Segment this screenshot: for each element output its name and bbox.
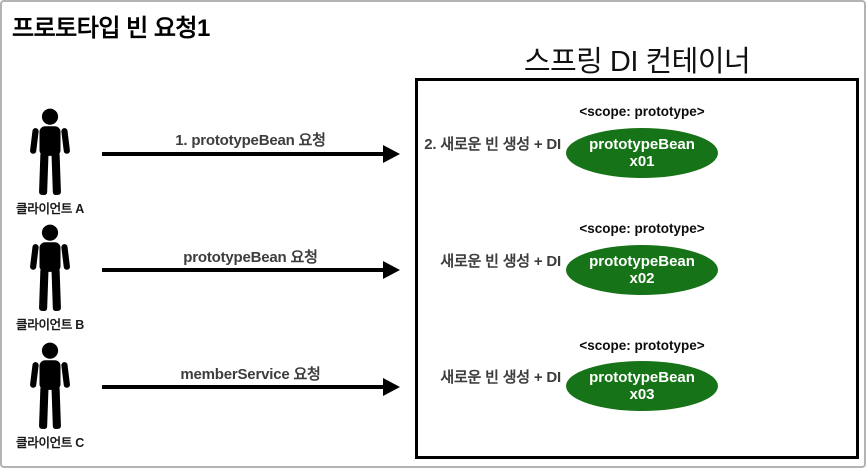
di-container-title: 스프링 DI 컨테이너 [523, 46, 751, 78]
prototype-bean-1: prototypeBean x01 [566, 128, 718, 178]
request-arrowhead-2 [383, 261, 400, 279]
creation-label-2: 새로운 빈 생성 + DI [440, 253, 561, 270]
request-arrowhead-3 [383, 378, 400, 396]
request-label-1: 1. prototypeBean 요청 [175, 132, 326, 149]
scope-label-3: <scope: prototype> [579, 338, 705, 353]
prototype-bean-3: prototypeBean x03 [566, 361, 718, 411]
scope-label-2: <scope: prototype> [579, 221, 705, 236]
client-b: 클라이언트 B [10, 224, 90, 333]
page-title: 프로토타입 빈 요청1 [12, 15, 210, 42]
creation-label-3: 새로운 빈 생성 + DI [440, 369, 561, 386]
request-arrow-2 [102, 268, 388, 272]
request-arrowhead-1 [383, 145, 400, 163]
request-label-2: prototypeBean 요청 [183, 249, 318, 266]
client-c-label: 클라이언트 C [16, 436, 84, 450]
request-arrow-3 [102, 385, 388, 389]
prototype-bean-2: prototypeBean x02 [566, 245, 718, 295]
person-icon [30, 108, 70, 195]
person-icon [30, 342, 70, 429]
bean-name: prototypeBean [589, 135, 695, 153]
client-c: 클라이언트 C [10, 342, 90, 451]
bean-instance: x02 [629, 270, 655, 287]
request-arrow-1 [102, 152, 388, 156]
client-b-label: 클라이언트 B [16, 318, 84, 332]
scope-label-1: <scope: prototype> [579, 104, 705, 119]
client-a: 클라이언트 A [10, 108, 90, 217]
bean-name: prototypeBean [589, 252, 695, 270]
client-a-label: 클라이언트 A [16, 202, 84, 216]
bean-instance: x03 [629, 386, 655, 403]
person-icon [30, 224, 70, 311]
request-label-3: memberService 요청 [180, 366, 321, 383]
bean-name: prototypeBean [589, 368, 695, 386]
creation-label-1: 2. 새로운 빈 생성 + DI [424, 136, 561, 153]
bean-instance: x01 [629, 153, 655, 170]
